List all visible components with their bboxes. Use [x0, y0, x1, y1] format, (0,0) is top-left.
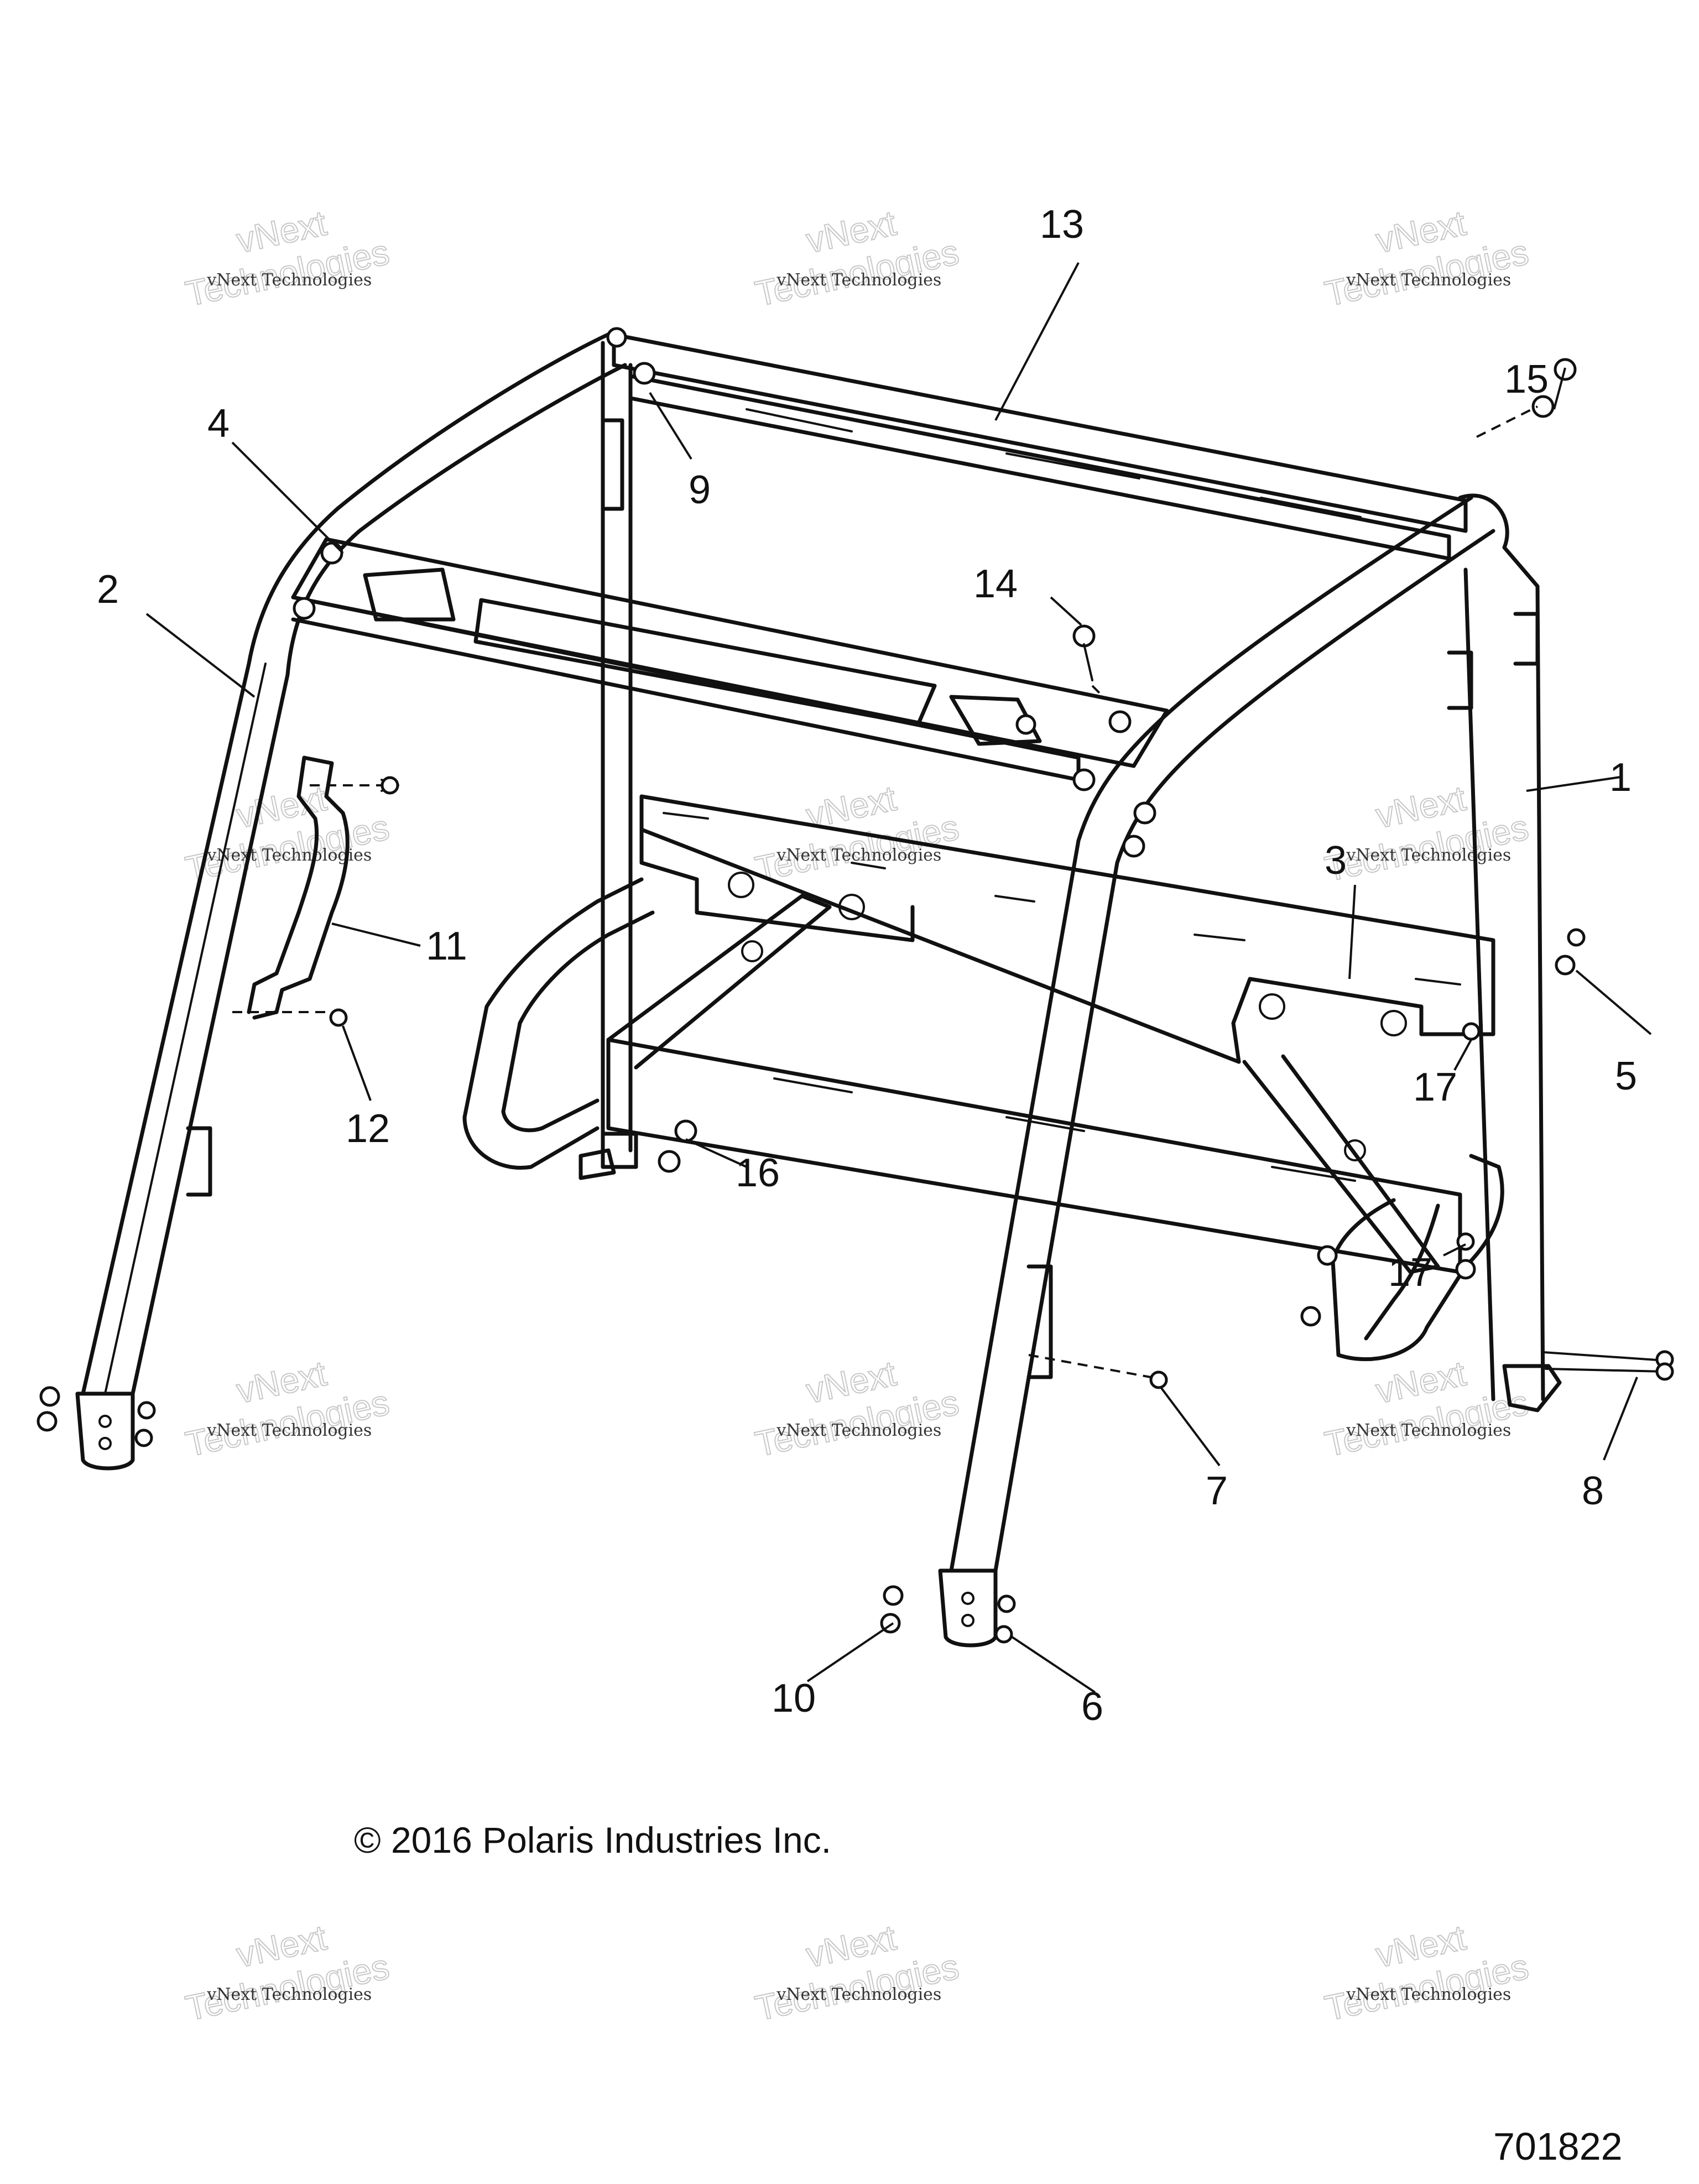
callout-13: 13	[1040, 202, 1084, 247]
watermark-text: vNext Technologies	[206, 270, 372, 290]
hardware-fasteners	[37, 327, 1674, 1644]
callout-11: 11	[426, 924, 467, 968]
part-13-rear-roof-frame	[601, 332, 1468, 1169]
left-grab-handle	[462, 877, 655, 1180]
callout-4: 4	[207, 402, 230, 446]
callout-17-upper: 17	[1413, 1065, 1457, 1109]
leader-lines	[145, 262, 1652, 1693]
watermark-text: vNext Technologies	[776, 1985, 941, 2004]
callout-1: 1	[1609, 755, 1632, 800]
watermark-text: vNext Technologies	[776, 846, 941, 865]
part-2-left-roll-bar	[75, 330, 627, 1471]
callout-12: 12	[346, 1107, 390, 1151]
watermark-text: vNext Technologies	[1346, 1421, 1511, 1440]
callout-7: 7	[1206, 1469, 1228, 1513]
callout-8: 8	[1582, 1469, 1604, 1513]
watermark-text: vNext Technologies	[206, 1421, 372, 1440]
document-number: 701822	[1493, 2125, 1623, 2168]
callout-2: 2	[97, 567, 119, 612]
callout-15: 15	[1504, 357, 1549, 402]
copyright-notice: © 2016 Polaris Industries Inc.	[354, 1820, 831, 1860]
callout-9: 9	[689, 468, 711, 512]
callout-17-lower: 17	[1388, 1250, 1432, 1295]
part-4-front-header-panel	[291, 537, 1169, 791]
watermark-text: vNext Technologies	[776, 270, 941, 290]
watermark-text: vNext Technologies	[776, 1421, 941, 1440]
watermark-text: vNext Technologies	[1346, 846, 1511, 865]
callout-5: 5	[1615, 1054, 1637, 1098]
watermark-text: vNext Technologies	[1346, 1985, 1511, 2004]
watermark-text: vNext Technologies	[1346, 270, 1511, 290]
callout-labels: 13 15 4 9 14 2 1 3 11 5 17 12 16 17 7 8 …	[97, 202, 1637, 1729]
part-3-upper-cross-rail	[639, 794, 1495, 1064]
right-grab-handle	[1331, 1154, 1504, 1362]
callout-14: 14	[973, 562, 1018, 606]
callout-10: 10	[772, 1676, 816, 1721]
part-11-handle-bracket	[247, 755, 350, 1020]
callout-16: 16	[736, 1151, 780, 1195]
callout-6: 6	[1081, 1685, 1103, 1729]
watermark-text: vNext Technologies	[206, 1985, 372, 2004]
callout-3: 3	[1325, 838, 1347, 883]
part-1-right-roll-bar	[938, 493, 1562, 1648]
